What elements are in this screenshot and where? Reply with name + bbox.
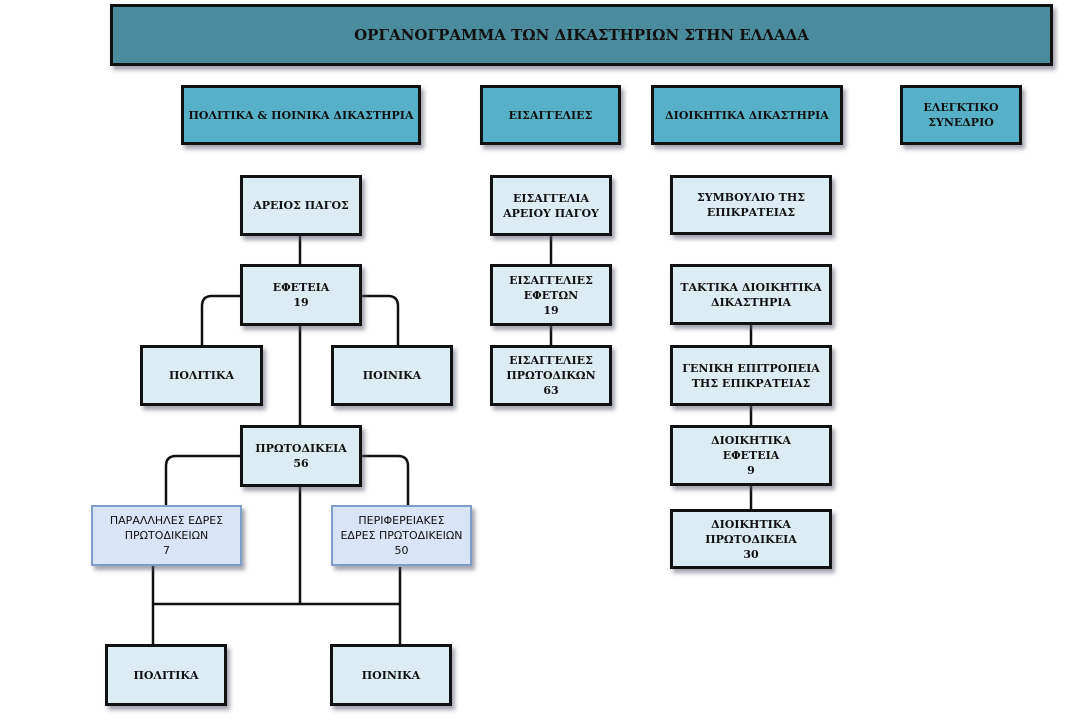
node-label: ΠΕΡΙΦΕΡΕΙΑΚΕΣ (358, 514, 445, 527)
category-label: ΣΥΝΕΔΡΙΟ (928, 116, 994, 129)
node-label: ΠΡΩΤΟΔΙΚΕΙΑ (255, 442, 347, 455)
node-label: ΣΥΜΒΟΥΛΙΟ ΤΗΣ (697, 191, 805, 204)
node-efeteia: ΕΦΕΤΕΙΑ 19 (240, 264, 362, 326)
node-general-commission: ΓΕΝΙΚΗ ΕΠΙΤΡΟΠΕΙΑ ΤΗΣ ΕΠΙΚΡΑΤΕΙΑΣ (670, 345, 832, 406)
node-label: ΠΑΡΑΛΛΗΛΕΣ ΕΔΡΕΣ (109, 514, 224, 527)
category-audit-court: ΕΛΕΓΚΤΙΚΟ ΣΥΝΕΔΡΙΟ (900, 85, 1022, 145)
node-admin-first-instance: ΔΙΟΙΚΗΤΙΚΑ ΠΡΩΤΟΔΙΚΕΙΑ 30 (670, 509, 832, 569)
node-label: ΠΡΩΤΟΔΙΚΕΙΩΝ (124, 529, 209, 542)
category-prosecutors: ΕΙΣΑΓΓΕΛΙΕΣ (480, 85, 621, 145)
node-label: ΑΡΕΙΟΥ ΠΑΓΟΥ (503, 206, 599, 220)
category-label: ΕΙΣΑΓΓΕΛΙΕΣ (508, 108, 593, 122)
node-label: ΕΠΙΚΡΑΤΕΙΑΣ (706, 206, 796, 219)
category-label: ΕΛΕΓΚΤΙΚΟ (923, 101, 999, 114)
node-ordinary-admin-courts: ΤΑΚΤΙΚΑ ΔΙΟΙΚΗΤΙΚΑ ΔΙΚΑΣΤΗΡΙΑ (670, 264, 832, 325)
node-label: ΤΗΣ ΕΠΙΚΡΑΤΕΙΑΣ (691, 376, 811, 390)
node-council-of-state: ΣΥΜΒΟΥΛΙΟ ΤΗΣ ΕΠΙΚΡΑΤΕΙΑΣ (670, 175, 832, 235)
node-protodikeia: ΠΡΩΤΟΔΙΚΕΙΑ 56 (240, 425, 362, 487)
node-protodikeia-criminal: ΠΟΙΝΙΚΑ (330, 644, 452, 706)
node-label: ΕΦΕΤΕΙΑ (722, 449, 780, 462)
node-efeteia-civil: ΠΟΛΙΤΙΚΑ (140, 345, 263, 406)
title-text: ΟΡΓΑΝΟΓΡΑΜΜΑ ΤΩΝ ΔΙΚΑΣΤΗΡΙΩΝ ΣΤΗΝ ΕΛΛΑΔΑ (354, 26, 809, 44)
category-civil-criminal: ΠΟΛΙΤΙΚΑ & ΠΟΙΝΙΚΑ ΔΙΚΑΣΤΗΡΙΑ (181, 85, 421, 145)
node-supreme-prosecutor: ΕΙΣΑΓΓΕΛΙΑ ΑΡΕΙΟΥ ΠΑΓΟΥ (490, 175, 612, 236)
node-regional-seats: ΠΕΡΙΦΕΡΕΙΑΚΕΣ ΕΔΡΕΣ ΠΡΩΤΟΔΙΚΕΙΩΝ 50 (331, 505, 472, 566)
chart-title: ΟΡΓΑΝΟΓΡΑΜΜΑ ΤΩΝ ΔΙΚΑΣΤΗΡΙΩΝ ΣΤΗΝ ΕΛΛΑΔΑ (110, 4, 1053, 66)
node-first-instance-prosecutors: ΕΙΣΑΓΓΕΛΙΕΣ ΠΡΩΤΟΔΙΚΩΝ 63 (490, 345, 612, 406)
connector (164, 454, 241, 506)
node-efeteia-criminal: ΠΟΙΝΙΚΑ (331, 345, 453, 406)
node-count: 50 (394, 544, 409, 557)
node-count: 7 (163, 544, 170, 557)
category-administrative: ΔΙΟΙΚΗΤΙΚΑ ΔΙΚΑΣΤΗΡΙΑ (651, 85, 843, 145)
node-label: ΔΙΚΑΣΤΗΡΙΑ (710, 295, 792, 309)
node-count: 19 (293, 296, 309, 309)
node-label: ΔΙΟΙΚΗΤΙΚΑ (711, 517, 791, 531)
connector (360, 294, 400, 345)
node-label: ΠΡΩΤΟΔΙΚΩΝ (506, 369, 596, 382)
node-count: 9 (747, 464, 755, 477)
node-label: ΠΟΙΝΙΚΑ (361, 668, 421, 682)
category-label: ΔΙΟΙΚΗΤΙΚΑ ΔΙΚΑΣΤΗΡΙΑ (665, 108, 829, 122)
node-label: ΓΕΝΙΚΗ ΕΠΙΤΡΟΠΕΙΑ (682, 361, 820, 375)
node-label: ΤΑΚΤΙΚΑ ΔΙΟΙΚΗΤΙΚΑ (680, 280, 822, 294)
node-label: ΠΡΩΤΟΔΙΚΕΙΑ (705, 532, 797, 546)
node-label: ΠΟΛΙΤΙΚΑ (168, 369, 235, 382)
node-label: ΕΔΡΕΣ ΠΡΩΤΟΔΙΚΕΙΩΝ (340, 529, 463, 542)
node-label: ΕΙΣΑΓΓΕΛΙΑ (512, 191, 590, 205)
node-label: ΔΙΟΙΚΗΤΙΚΑ (711, 434, 791, 447)
node-count: 30 (743, 547, 759, 561)
node-admin-appeals: ΔΙΟΙΚΗΤΙΚΑ ΕΦΕΤΕΙΑ 9 (670, 425, 832, 486)
node-label: ΕΙΣΑΓΓΕΛΙΕΣ (509, 273, 593, 287)
node-label: ΕΙΣΑΓΓΕΛΙΕΣ (509, 354, 593, 367)
connector (360, 454, 410, 505)
node-protodikeia-civil: ΠΟΛΙΤΙΚΑ (105, 644, 227, 706)
connector (200, 294, 241, 345)
node-count: 63 (543, 384, 559, 397)
node-label: ΠΟΛΙΤΙΚΑ (133, 668, 199, 682)
node-appeals-prosecutors: ΕΙΣΑΓΓΕΛΙΕΣ ΕΦΕΤΩΝ 19 (490, 264, 612, 326)
node-count: 19 (543, 303, 559, 317)
node-label: ΕΦΕΤΕΙΑ (272, 281, 330, 294)
node-parallel-seats: ΠΑΡΑΛΛΗΛΕΣ ΕΔΡΕΣ ΠΡΩΤΟΔΙΚΕΙΩΝ 7 (91, 505, 242, 566)
node-count: 56 (293, 457, 309, 470)
node-label: ΠΟΙΝΙΚΑ (362, 369, 422, 382)
node-label: ΑΡΕΙΟΣ ΠΑΓΟΣ (253, 199, 349, 212)
node-label: ΕΦΕΤΩΝ (523, 288, 579, 302)
category-label: ΠΟΛΙΤΙΚΑ & ΠΟΙΝΙΚΑ ΔΙΚΑΣΤΗΡΙΑ (188, 108, 414, 122)
node-areios-pagos: ΑΡΕΙΟΣ ΠΑΓΟΣ (240, 175, 362, 236)
